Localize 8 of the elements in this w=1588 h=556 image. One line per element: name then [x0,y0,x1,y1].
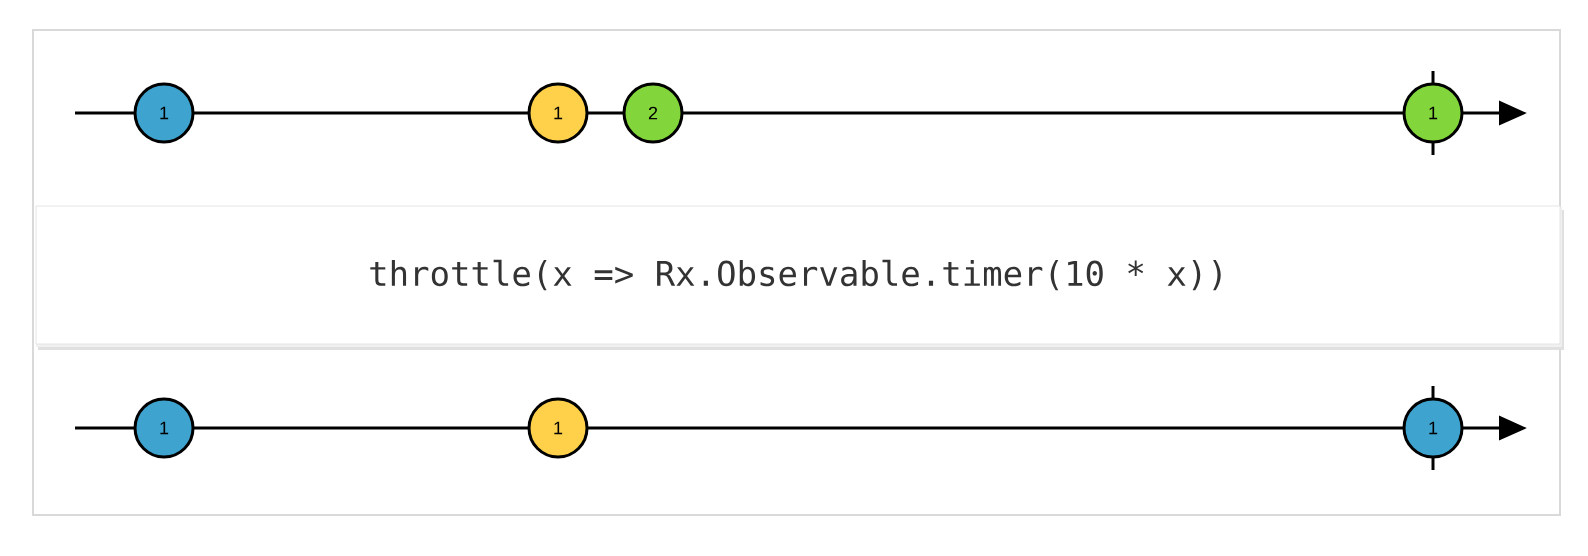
code-box: throttle(x => Rx.Observable.timer(10 * x)) [35,205,1561,345]
marble: 1 [527,397,589,459]
marble: 1 [133,82,195,144]
marble: 1 [1402,82,1464,144]
marble: 2 [622,82,684,144]
marble: 1 [527,82,589,144]
marble: 1 [1402,397,1464,459]
marble: 1 [133,397,195,459]
